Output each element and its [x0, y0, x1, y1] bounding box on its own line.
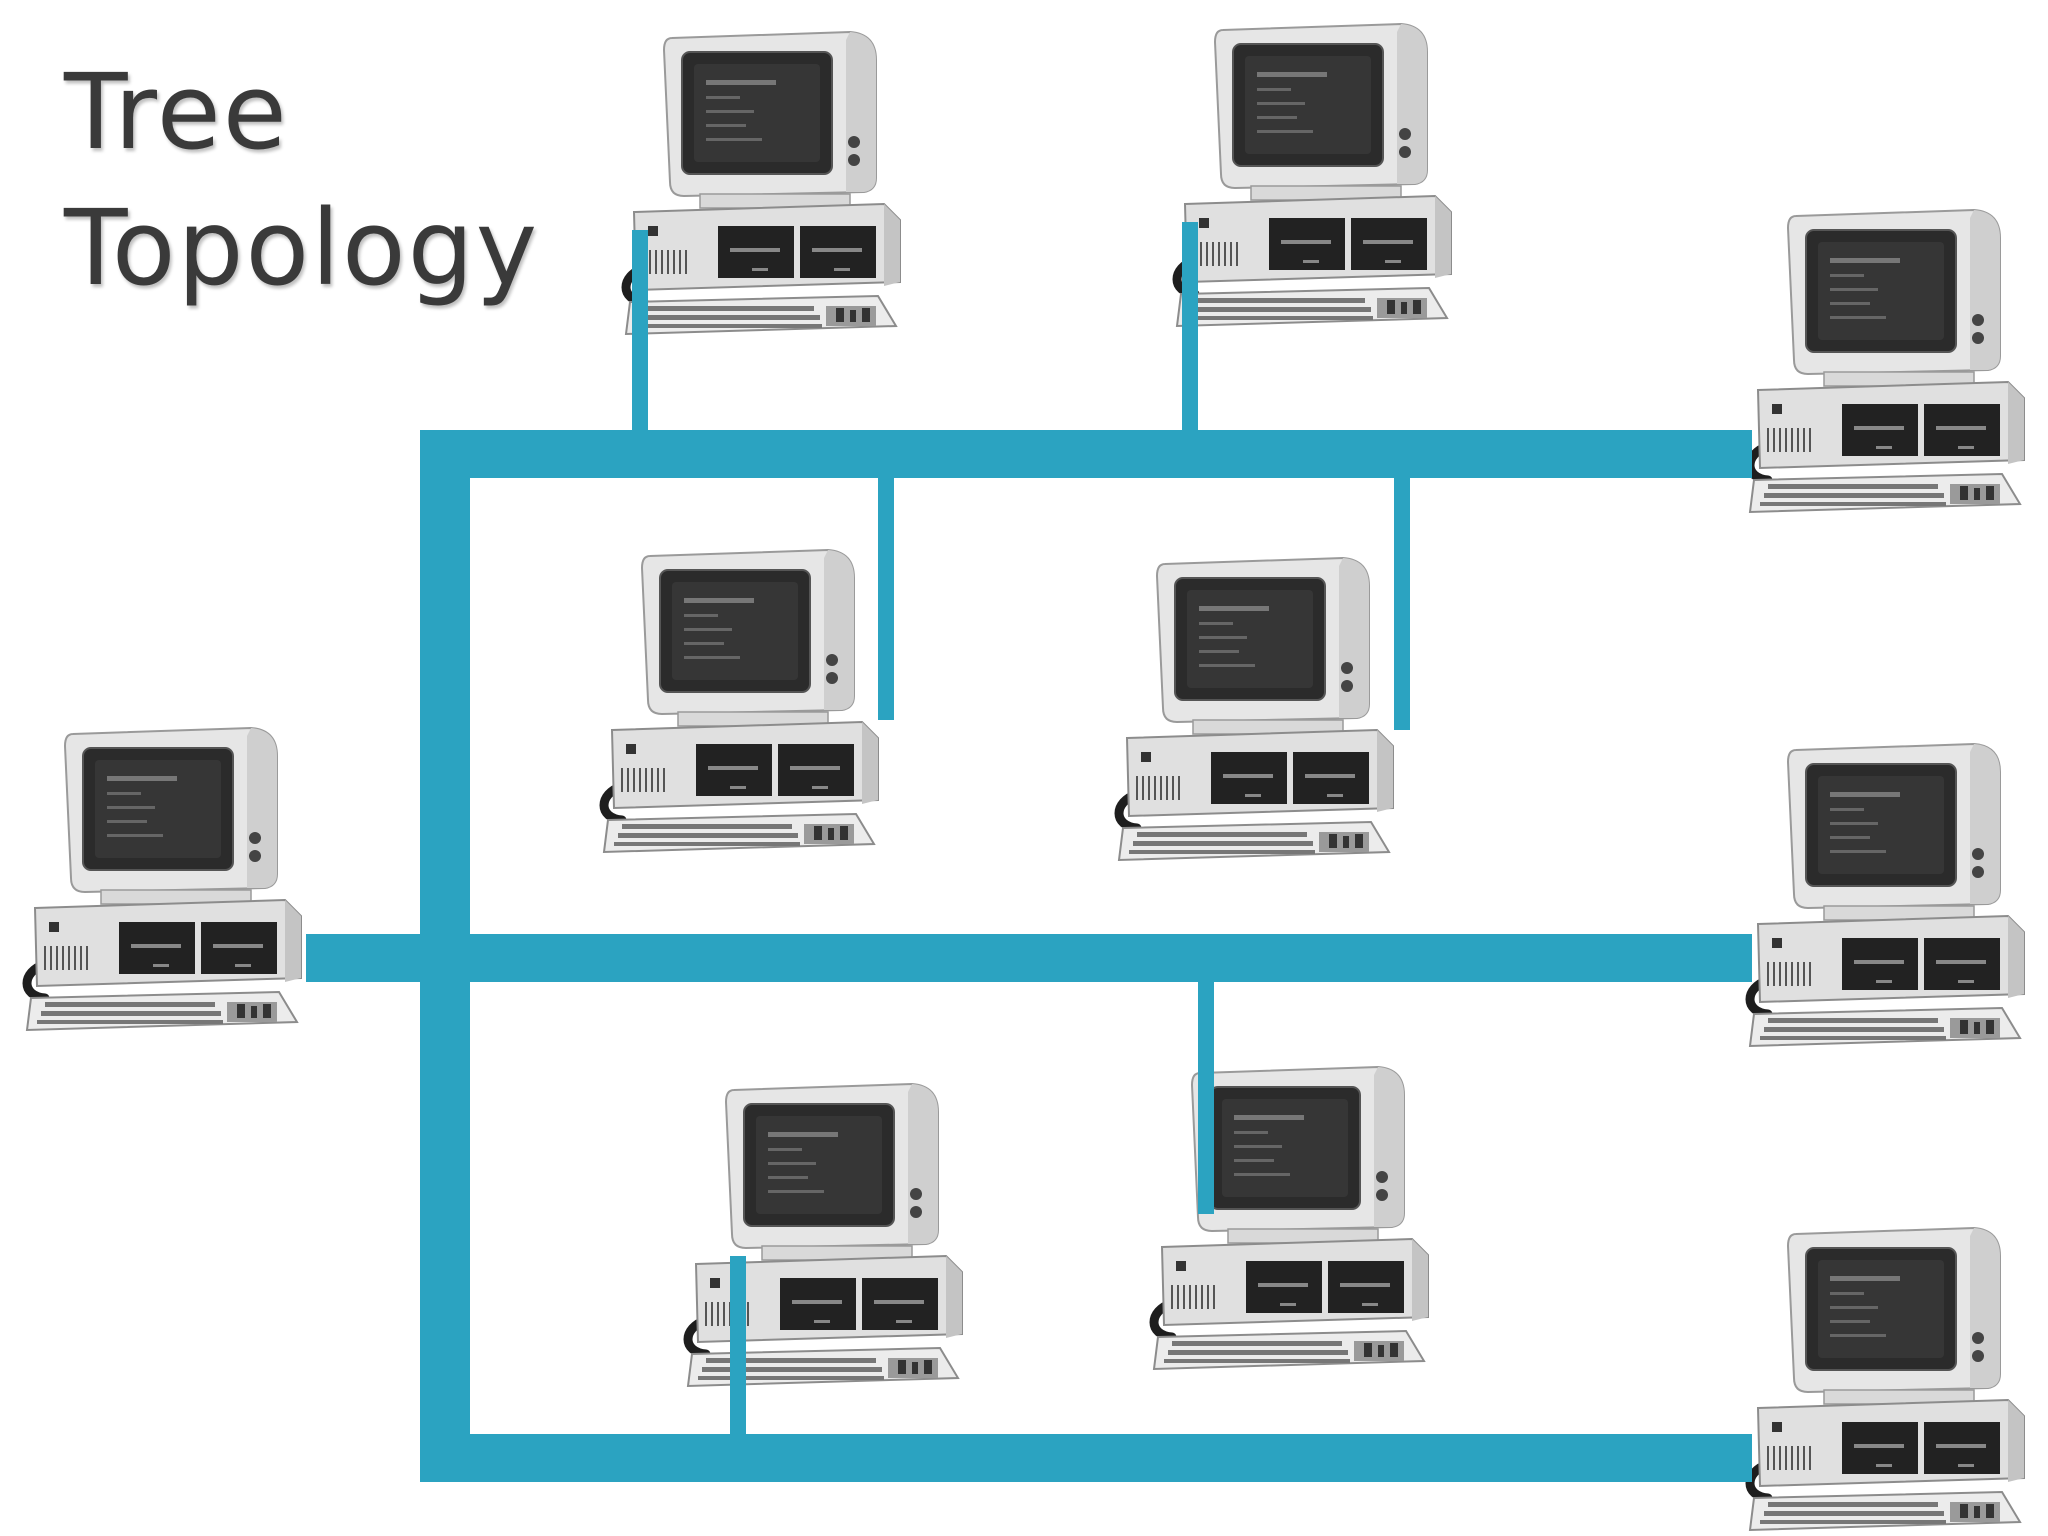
- computer-icon: [604, 550, 878, 852]
- computer-icon: [1750, 1228, 2024, 1530]
- cable-drop-lower-left: [730, 1256, 746, 1482]
- computer-icon: [688, 1084, 962, 1386]
- computer-icon: [1177, 24, 1451, 326]
- diagram-title: Tree Topology: [64, 44, 539, 316]
- title-line-1: Tree: [64, 51, 289, 173]
- computer-icon: [1119, 558, 1393, 860]
- cable-drop-inner-right: [1394, 474, 1410, 730]
- computer-icon: [27, 728, 301, 1030]
- computer-icon: [1154, 1067, 1428, 1369]
- computer-icon: [626, 32, 900, 334]
- cable-drop-lower-mid: [1198, 978, 1214, 1214]
- cable-drop-top-left: [632, 230, 648, 434]
- cable-branch-bottom: [420, 1434, 1752, 1482]
- cable-branch-middle: [420, 934, 1752, 982]
- cable-root-link: [306, 934, 426, 982]
- computer-icon: [1750, 210, 2024, 512]
- cable-drop-top-mid: [1182, 222, 1198, 434]
- cable-drop-inner-left: [878, 474, 894, 720]
- title-line-2: Topology: [64, 187, 540, 309]
- cable-network: [306, 222, 1752, 1482]
- cable-branch-top: [420, 430, 1752, 478]
- computer-icon: [1750, 744, 2024, 1046]
